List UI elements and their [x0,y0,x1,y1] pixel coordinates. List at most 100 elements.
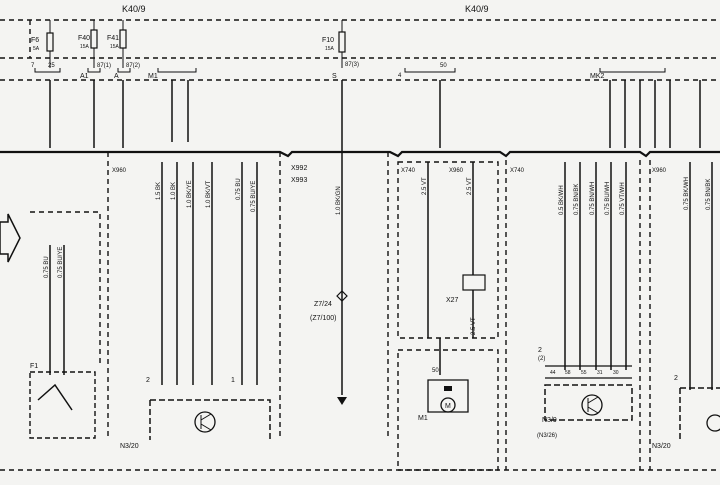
wire-label-m1-2: 2.5 VT [467,177,473,195]
wire-label-n3-20-6: 0.75 BU/YE [251,181,257,212]
n3-20-wires [161,162,258,385]
splice-label-z7-24: Z7/24 [314,301,332,308]
pin-right-2: 2 [674,375,678,382]
svg-text:F6: F6 [31,37,39,44]
wire-label-center: 1.0 BK/GN [336,186,342,215]
solenoid-icon [444,386,452,391]
n3-20-module-box [149,399,271,440]
right-module-box [679,387,720,440]
svg-text:58: 58 [565,370,571,376]
bracket-5 [404,68,456,73]
splice-z7-24-icon [336,290,348,302]
pin-label-87-2: 87(2) [126,63,140,69]
connector-x27: X27 [446,297,459,304]
connector-x992: X992 [291,165,307,172]
wire-label-m1-3: 2.5 VT [471,317,477,335]
connector-x27-box [462,274,486,291]
connector-a1: A1 [80,73,89,80]
svg-text:55: 55 [581,370,587,376]
bracket-4 [157,68,197,73]
pin-n3-20-2: 2 [146,377,150,384]
fuse-f41: F41 15A [107,20,127,68]
component-label-f1: F1 [30,363,38,370]
header-drops [49,80,701,148]
left-arrow-icon [0,213,21,263]
svg-text:F40: F40 [78,35,90,42]
pin-m1-50: 50 [432,368,439,374]
fuse-f10: F10 15A [322,20,346,68]
wire-label-n3-20-5: 0.75 BU [236,178,242,200]
wire-label-n3-9-1: 0.5 BK/WH [559,185,565,215]
module-label-n3-9: N3/9 [542,417,557,424]
svg-text:F10: F10 [322,37,334,44]
wire-label-right-2: 0.75 BN/BK [706,179,712,210]
main-ground-bus [0,150,720,158]
connector-x740-b: X740 [510,168,525,174]
connector-x960-left: X960 [112,168,127,174]
fuse-f40: F40 15A [78,20,98,68]
wire-label-n3-20-3: 1.0 BK/YE [187,180,193,208]
svg-text:30: 30 [613,370,619,376]
splice-label-z7-100: (Z7/100) [310,315,336,322]
pin-label-25: 25 [48,63,55,69]
pin-n3-9-2b: (2) [538,356,545,362]
wire-label-n3-9-2: 0.75 BN/BK [574,184,580,215]
svg-text:F41: F41 [107,35,119,42]
svg-text:31: 31 [597,370,603,376]
fuse-f6: F6 5A [31,20,54,68]
pin-label-7: 7 [31,63,35,69]
connector-x740-a: X740 [401,168,416,174]
wire-label-n3-20-2: 1.0 BK [171,182,177,200]
bracket-1 [34,68,61,73]
n3-9-wires [564,162,627,370]
svg-text:15A: 15A [80,44,90,50]
connector-s: S [332,73,337,80]
n3-9-pin-labels: 44 58 55 31 30 [550,370,619,376]
relay-label-k40-9-right: K40/9 [465,4,489,14]
svg-text:5A: 5A [33,46,40,52]
bracket-6 [599,68,666,73]
transistor-icon-n3-9 [581,394,603,416]
switch-f1-symbol [37,383,73,411]
connector-x993: X993 [291,177,307,184]
pin-label-50: 50 [440,63,447,69]
svg-text:44: 44 [550,370,556,376]
bracket-2 [87,68,101,73]
wire-label-left-2: 0.75 BU/YE [58,247,64,278]
pin-n3-20-1: 1 [231,377,235,384]
wire-label-m1-1: 2.5 VT [422,177,428,195]
m1-box [397,349,499,471]
connector-x960-b: X960 [449,168,464,174]
connector-4: 4 [398,73,402,79]
n3-9-module-box [544,384,633,421]
m1-component-box [427,379,469,413]
module-label-n3-20-right: N3/20 [652,443,671,450]
x740-x960-box [397,161,499,339]
component-f1-box [29,371,96,439]
wire-label-left-1: 0.75 BU [44,256,50,278]
component-label-m1: M1 [418,415,428,422]
wire-label-n3-9-4: 0.75 BU/WH [605,182,611,215]
connector-x960-c: X960 [652,168,667,174]
pin-label-87-1: 87(1) [97,63,111,69]
connector-mk2: MK2 [590,73,605,80]
left-region-box [30,211,101,365]
wire-label-n3-9-3: 0.75 BN/WH [590,182,596,215]
pin-label-87-3: 87(3) [345,62,359,68]
wire-label-n3-20-1: 1.5 BK [156,182,162,200]
connector-m1: M1 [148,73,158,80]
n3-9-terminal-strip [545,365,632,379]
wire-label-n3-9-5: 0.75 VT/WH [620,182,626,215]
pin-n3-9-2: 2 [538,347,542,354]
wire-label-n3-20-4: 1.0 BK/VT [206,180,212,208]
transistor-icon-n3-20 [194,411,216,433]
connector-a: A [114,73,119,80]
wire-label-right-1: 0.75 BK/WH [684,177,690,210]
relay-label-k40-9-left: K40/9 [122,4,146,14]
transistor-icon-right [706,414,720,432]
bracket-3 [117,68,131,73]
arrow-down-icon [337,397,347,405]
motor-icon [440,397,456,413]
